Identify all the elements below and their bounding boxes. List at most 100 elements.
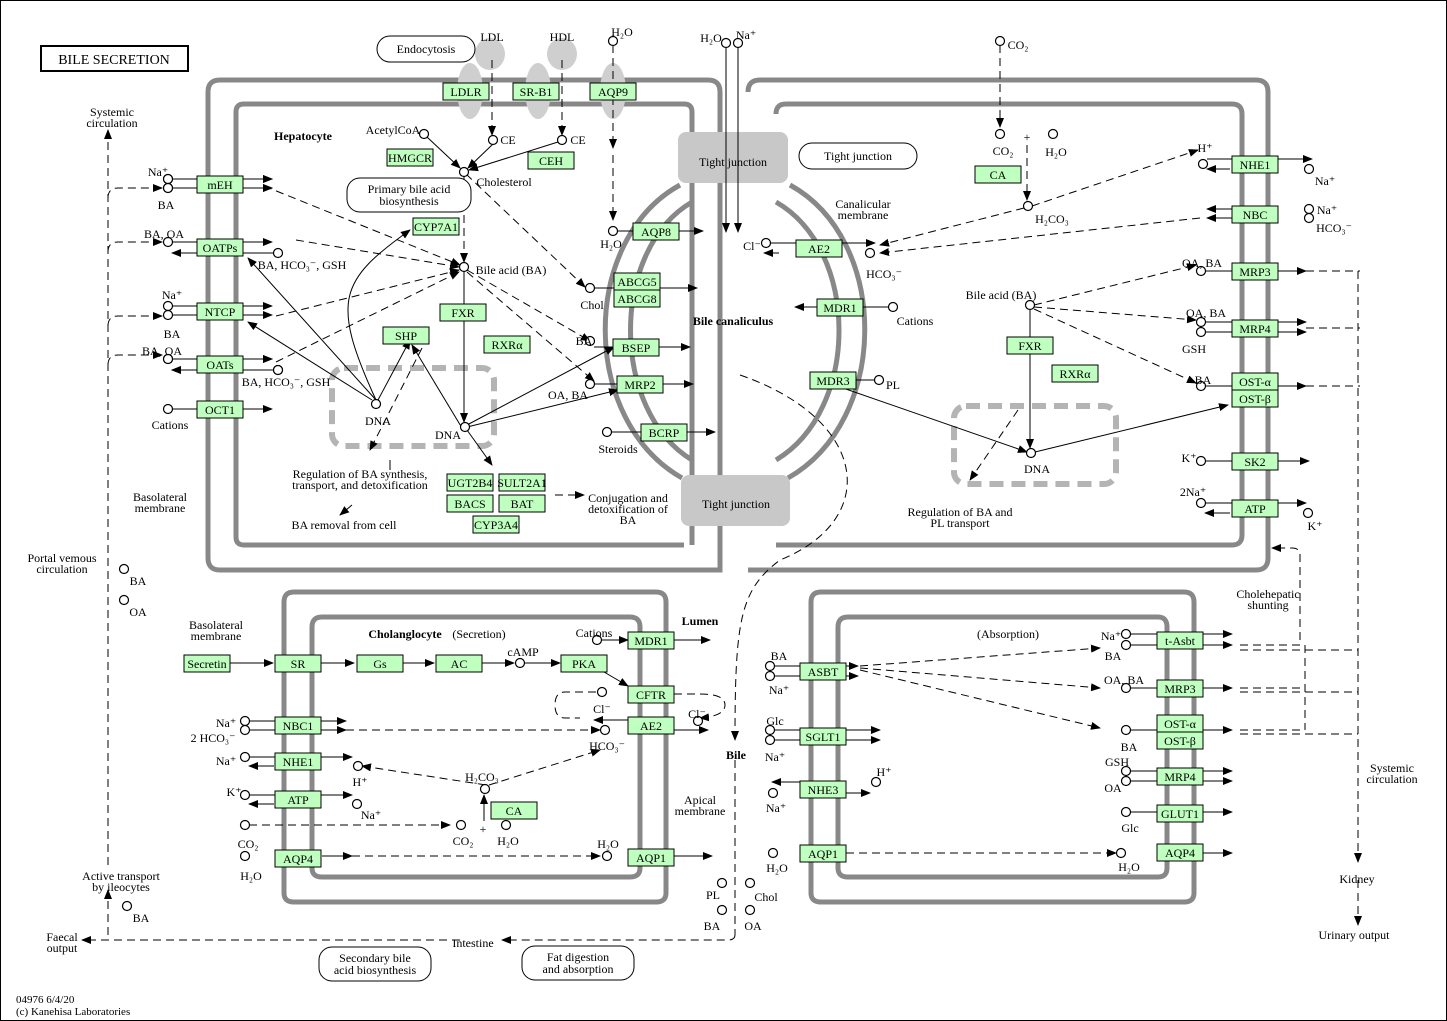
compound-node[interactable]	[601, 426, 613, 438]
gene-aqp8[interactable]: AQP8	[632, 222, 680, 241]
compound-node[interactable]	[764, 670, 776, 682]
gene-box[interactable]	[446, 473, 494, 492]
compound-node[interactable]	[1120, 775, 1132, 787]
gene-box[interactable]	[498, 473, 546, 492]
compound-node[interactable]	[607, 225, 619, 237]
gene-box[interactable]	[498, 494, 546, 513]
gene-hmgcr[interactable]: HMGCR	[386, 148, 434, 167]
gene-box[interactable]	[1156, 731, 1204, 750]
compound-node[interactable]	[764, 724, 776, 736]
gene-box[interactable]	[356, 654, 404, 673]
compound-node[interactable]	[1303, 212, 1315, 224]
gene-glut1[interactable]: GLUT1	[1156, 804, 1204, 823]
gene-ntcp[interactable]: NTCP	[196, 302, 244, 321]
compound-node[interactable]	[601, 850, 613, 862]
compound-node[interactable]	[1024, 299, 1036, 311]
gene-box[interactable]	[412, 217, 460, 236]
gene-ost[interactable]: OST-β	[1231, 389, 1279, 408]
compound-node[interactable]	[162, 236, 174, 248]
gene-box[interactable]	[435, 654, 483, 673]
compound-node[interactable]	[239, 789, 251, 801]
compound-node[interactable]	[1302, 507, 1314, 519]
gene-cftr[interactable]: CFTR	[627, 685, 675, 704]
gene-aqp1[interactable]: AQP1	[627, 848, 675, 867]
compound-node[interactable]	[1120, 639, 1132, 651]
gene-bcrp[interactable]: BCRP	[640, 423, 688, 442]
gene-meh[interactable]: mEH	[196, 175, 244, 194]
gene-ugt2b4[interactable]: UGT2B4	[446, 473, 494, 492]
compound-node[interactable]	[1195, 455, 1207, 467]
compound-node[interactable]	[744, 877, 756, 889]
compound-node[interactable]	[744, 904, 756, 916]
gene-ost[interactable]: OST-β	[1156, 731, 1204, 750]
compound-node[interactable]	[1120, 765, 1132, 777]
compound-node[interactable]	[239, 715, 251, 727]
gene-box[interactable]	[274, 849, 322, 868]
gene-box[interactable]	[183, 654, 231, 673]
compound-node[interactable]	[591, 634, 603, 646]
gene-mdr3[interactable]: MDR3	[809, 371, 857, 390]
gene-box[interactable]	[799, 662, 847, 681]
gene-pka[interactable]: PKA	[560, 654, 608, 673]
gene-box[interactable]	[274, 752, 322, 771]
compound-node[interactable]	[1120, 724, 1132, 736]
compound-node[interactable]	[272, 364, 284, 376]
gene-fxr[interactable]: FXR	[1006, 336, 1054, 355]
gene-box[interactable]	[1156, 804, 1204, 823]
compound-node[interactable]	[1197, 158, 1209, 170]
gene-nbc1[interactable]: NBC1	[274, 716, 322, 735]
gene-box[interactable]	[799, 844, 847, 863]
gene-box[interactable]	[1156, 679, 1204, 698]
compound-node[interactable]	[239, 819, 251, 831]
compound-node[interactable]	[500, 819, 512, 831]
compound-node[interactable]	[887, 301, 899, 313]
gene-rxr[interactable]: RXRα	[483, 335, 531, 354]
gene-box[interactable]	[1156, 631, 1204, 650]
gene-box[interactable]	[274, 790, 322, 809]
compound-node[interactable]	[584, 282, 596, 294]
gene-box[interactable]	[196, 355, 244, 374]
compound-node[interactable]	[351, 798, 363, 810]
gene-sult2a1[interactable]: SULT2A1	[497, 473, 547, 492]
gene-box[interactable]	[442, 82, 490, 101]
gene-box[interactable]	[809, 371, 857, 390]
gene-box[interactable]	[196, 400, 244, 419]
gene-box[interactable]	[816, 298, 864, 317]
gene-gs[interactable]: Gs	[356, 654, 404, 673]
gene-aqp4[interactable]: AQP4	[1156, 843, 1204, 862]
compound-node[interactable]	[272, 247, 284, 259]
compound-node[interactable]	[162, 309, 174, 321]
compound-node[interactable]	[118, 563, 130, 575]
compound-node[interactable]	[1303, 203, 1315, 215]
gene-box[interactable]	[490, 801, 538, 820]
gene-fxr[interactable]: FXR	[439, 303, 487, 322]
compound-node[interactable]	[870, 776, 882, 788]
gene-sr[interactable]: SR	[274, 654, 322, 673]
compound-node[interactable]	[1195, 265, 1207, 277]
gene-box[interactable]	[386, 148, 434, 167]
map-link-box[interactable]	[798, 142, 918, 170]
gene-box[interactable]	[1231, 499, 1279, 518]
map-link-box[interactable]	[376, 35, 476, 63]
compound-node[interactable]	[767, 787, 779, 799]
gene-abcg8[interactable]: ABCG8	[613, 289, 661, 308]
compound-node[interactable]	[455, 819, 467, 831]
gene-box[interactable]	[527, 151, 575, 170]
gene-box[interactable]	[795, 239, 843, 258]
compound-node[interactable]	[162, 300, 174, 312]
gene-sglt1[interactable]: SGLT1	[799, 727, 847, 746]
compound-node[interactable]	[556, 134, 568, 146]
gene-box[interactable]	[616, 375, 664, 394]
gene-box[interactable]	[1231, 262, 1279, 281]
compound-node[interactable]	[1195, 326, 1207, 338]
gene-ceh[interactable]: CEH	[527, 151, 575, 170]
gene-t-asbt[interactable]: t-Asbt	[1156, 631, 1204, 650]
gene-oct1[interactable]: OCT1	[196, 400, 244, 419]
compound-node[interactable]	[1022, 200, 1034, 212]
compound-node[interactable]	[584, 378, 596, 390]
gene-mdr1[interactable]: MDR1	[627, 631, 675, 650]
gene-nhe3[interactable]: NHE3	[799, 780, 847, 799]
compound-node[interactable]	[418, 128, 430, 140]
compound-node[interactable]	[584, 335, 596, 347]
gene-mrp2[interactable]: MRP2	[616, 375, 664, 394]
